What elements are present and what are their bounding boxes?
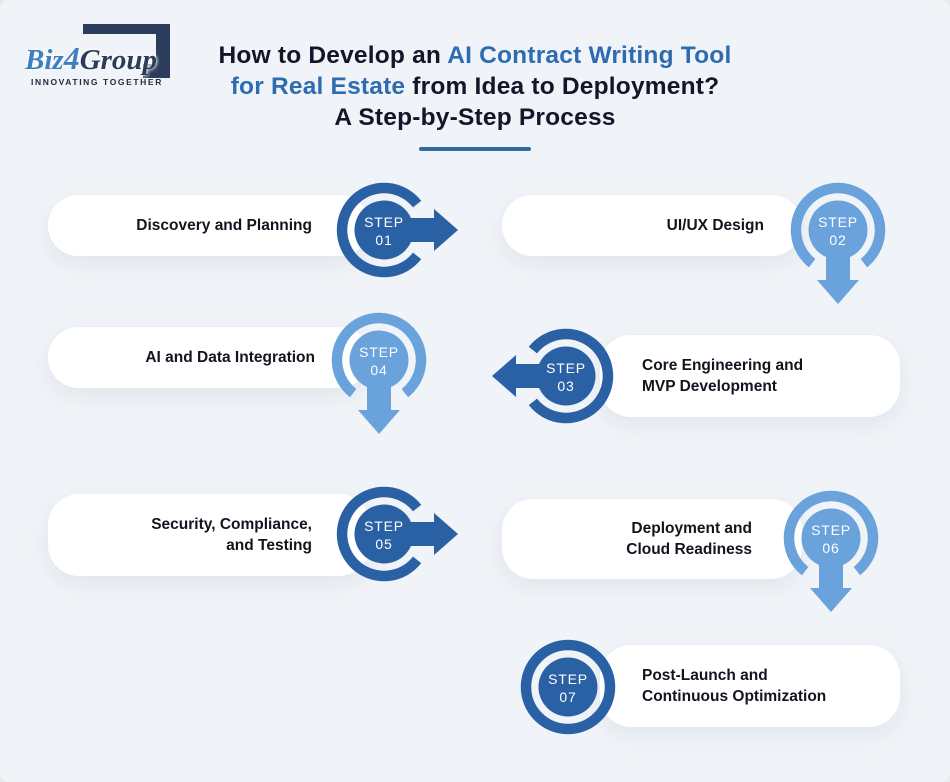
svg-text:02: 02 <box>829 232 846 248</box>
svg-text:STEP: STEP <box>364 214 404 230</box>
step-card: Deployment and Cloud Readiness <box>502 499 802 579</box>
logo-tagline: INNOVATING TOGETHER <box>31 77 163 87</box>
title-segment: A Step-by-Step Process <box>334 104 616 131</box>
step-title: Security, Compliance, and Testing <box>151 516 312 554</box>
page-title: How to Develop an AI Contract Writing To… <box>0 40 950 133</box>
step-card: AI and Data Integration <box>48 327 370 388</box>
logo-part-biz: Biz <box>25 44 64 76</box>
step-card: Core Engineering and MVP Development <box>600 335 900 417</box>
step-badge: STEP 02 <box>763 155 913 305</box>
svg-text:STEP: STEP <box>359 344 399 360</box>
logo-part-group: Group <box>79 44 158 76</box>
title-segment-accent: for Real Estate <box>230 73 406 100</box>
svg-text:05: 05 <box>375 536 392 552</box>
step-title: Discovery and Planning <box>136 217 312 234</box>
step-card: Post-Launch and Continuous Optimization <box>600 645 900 727</box>
svg-text:03: 03 <box>557 378 574 394</box>
step-badge: STEP 03 <box>491 301 641 451</box>
step-badge-graphic: STEP 05 <box>336 486 458 582</box>
step-badge: STEP 07 <box>493 612 643 762</box>
title-segment: from Idea to Deployment? <box>405 73 720 100</box>
step-badge: STEP 05 <box>309 459 459 609</box>
svg-text:STEP: STEP <box>818 214 858 230</box>
step-badge-graphic: STEP 03 <box>492 328 614 424</box>
step-badge-graphic: STEP 02 <box>790 182 886 304</box>
title-segment-accent: AI Contract Writing Tool <box>447 42 732 69</box>
step-title: Deployment and Cloud Readiness <box>626 520 752 558</box>
logo-bracket-icon <box>83 24 170 78</box>
step-badge-graphic: STEP 07 <box>520 639 616 735</box>
logo-part-4: 4 <box>63 40 80 76</box>
step-badge: STEP 06 <box>756 463 906 613</box>
step-badge-graphic: STEP 01 <box>336 182 458 278</box>
step-card: Discovery and Planning <box>48 195 370 256</box>
svg-text:STEP: STEP <box>811 522 851 538</box>
title-segment: How to Develop an <box>218 42 448 69</box>
svg-text:04: 04 <box>370 362 387 378</box>
logo-wordmark: Biz4Group <box>25 40 157 77</box>
step-badge-graphic: STEP 06 <box>783 490 879 612</box>
svg-text:06: 06 <box>822 540 839 556</box>
svg-text:STEP: STEP <box>546 360 586 376</box>
step-title: Post-Launch and Continuous Optimization <box>642 667 827 705</box>
step-title: UI/UX Design <box>666 217 764 234</box>
biz4group-logo: Biz4Group INNOVATING TOGETHER <box>25 20 180 100</box>
step-badge: STEP 04 <box>304 285 454 435</box>
step-title: AI and Data Integration <box>145 349 315 366</box>
svg-text:07: 07 <box>559 689 576 705</box>
step-card: UI/UX Design <box>502 195 802 256</box>
svg-text:01: 01 <box>375 232 392 248</box>
svg-text:STEP: STEP <box>548 671 588 687</box>
svg-text:STEP: STEP <box>364 518 404 534</box>
step-title: Core Engineering and MVP Development <box>642 357 804 395</box>
step-badge-graphic: STEP 04 <box>331 312 427 434</box>
step-card: Security, Compliance, and Testing <box>48 494 370 576</box>
title-divider <box>419 147 531 151</box>
step-badge: STEP 01 <box>309 155 459 305</box>
